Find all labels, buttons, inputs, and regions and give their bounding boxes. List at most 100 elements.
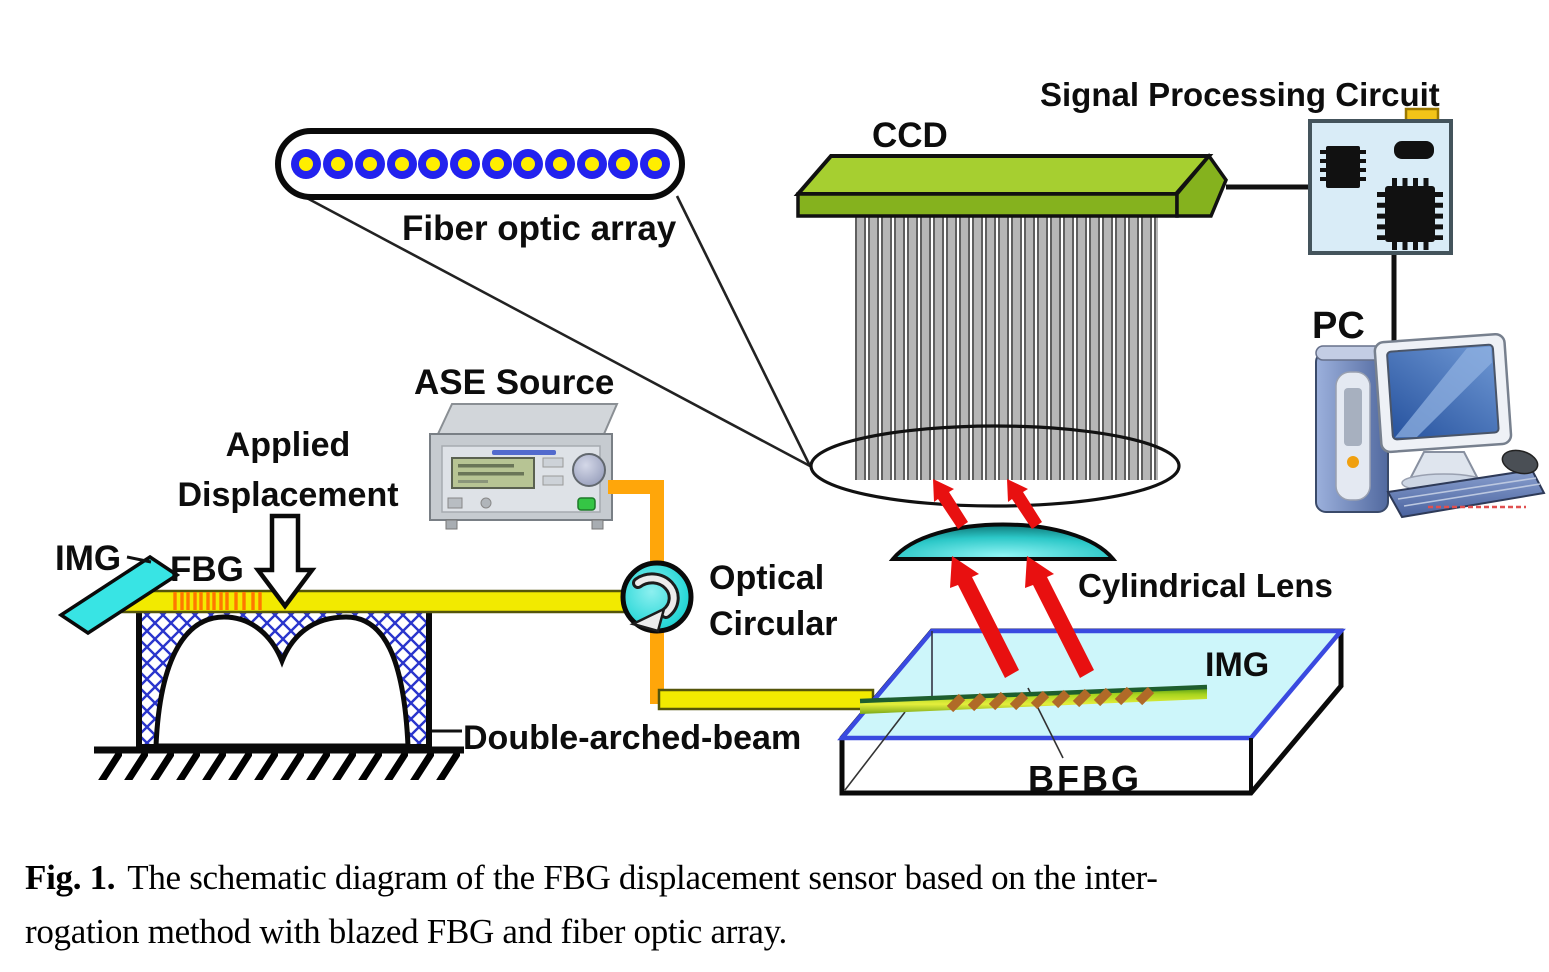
bundle-end-ellipse xyxy=(809,424,1181,508)
beam-arrow xyxy=(950,556,1019,678)
component-capacitor xyxy=(1394,141,1434,159)
caption-text-1: The schematic diagram of the FBG displac… xyxy=(127,858,1158,897)
ase-port xyxy=(480,497,492,509)
fbg-label: FBG xyxy=(170,550,244,589)
leader-line xyxy=(302,194,811,468)
ase-model-text-mark xyxy=(492,450,556,455)
blazed-grating-stripe xyxy=(1030,690,1050,710)
optical-circulator: Optical Circular xyxy=(608,480,875,711)
blazed-grating-stripe xyxy=(1114,686,1134,706)
caption-text-2: rogation method with blazed FBG and fibe… xyxy=(25,912,788,951)
pc-keyboard xyxy=(1386,468,1546,519)
blazed-grating-stripe xyxy=(967,692,987,712)
lens-body xyxy=(888,522,1118,561)
fiber-core-center xyxy=(521,157,535,171)
img-label-tick xyxy=(126,555,152,564)
screen-reflection xyxy=(1394,346,1492,438)
ase-instrument xyxy=(429,403,619,530)
fiber-yellow-to-bfbg xyxy=(657,688,875,711)
img-mirror-label: IMG xyxy=(55,539,121,578)
beam-arrow xyxy=(933,479,968,529)
ccd-label: CCD xyxy=(872,116,948,155)
signal-processing-circuit-label: Signal Processing Circuit xyxy=(1040,76,1440,113)
blazed-grating-stripe xyxy=(1093,687,1113,707)
ase-button xyxy=(542,475,564,486)
optical-circulator-line1: Optical xyxy=(709,559,824,597)
optical-circulator-line2: Circular xyxy=(709,605,838,643)
beam-arrow xyxy=(1007,479,1042,529)
lcd-text-line xyxy=(458,472,524,476)
signal-processing-circuit: Signal Processing Circuit xyxy=(1040,76,1453,346)
blazed-grating-stripe xyxy=(988,691,1008,711)
sensing-fiber: IMG FBG xyxy=(55,539,633,636)
ase-knob xyxy=(572,453,606,487)
array-leader-lines xyxy=(302,194,812,468)
fiber-core-center xyxy=(490,157,504,171)
pc-tower-stripe xyxy=(1344,388,1362,446)
fiber-core-center xyxy=(331,157,345,171)
cylindrical-lens-label: Cylindrical Lens xyxy=(1078,567,1333,604)
ase-power-button xyxy=(577,497,596,511)
fiber-core-center xyxy=(553,157,567,171)
reflected-beams xyxy=(933,479,1094,678)
leader-line xyxy=(675,195,812,467)
fbg-gratings xyxy=(173,592,262,610)
pc-monitor xyxy=(1373,333,1513,454)
displacement-arrow-icon xyxy=(253,513,317,610)
circulator-arrow-icon xyxy=(635,575,677,616)
ground-hatching xyxy=(96,753,462,780)
beam-arrow xyxy=(1025,556,1094,678)
pc-power-light xyxy=(1347,456,1359,468)
ccd-side xyxy=(1175,153,1228,218)
fiber-core-center xyxy=(299,157,313,171)
fiber-core-center xyxy=(648,157,662,171)
bfbg-fiber xyxy=(860,686,1207,714)
caption-tag: Fig. 1. xyxy=(25,858,116,897)
applied-displacement: Applied Displacement xyxy=(177,426,399,610)
fiber-core-center xyxy=(395,157,409,171)
pc-mouse xyxy=(1501,449,1539,475)
plate-leader-line xyxy=(844,711,906,791)
blazed-grating xyxy=(946,686,1155,713)
blazed-grating-stripe xyxy=(1051,689,1071,709)
fiber-optic-array: Fiber optic array xyxy=(275,128,685,248)
fiber-core-center xyxy=(616,157,630,171)
fiber-core-center xyxy=(363,157,377,171)
applied-displacement-line2: Displacement xyxy=(177,476,398,514)
circulator-arrowhead xyxy=(629,606,666,633)
pc-illustration xyxy=(1315,333,1546,519)
lcd-text-line xyxy=(458,480,488,483)
blazed-grating-stripe xyxy=(1009,691,1029,711)
ase-top xyxy=(436,403,619,435)
caption-line1: Fig. 1. The schematic diagram of the FBG … xyxy=(25,858,1158,897)
fiber-core-center xyxy=(585,157,599,171)
lcd-text-line xyxy=(458,464,514,468)
img-mirror xyxy=(57,554,181,636)
fiber-core-center xyxy=(458,157,472,171)
bfbg-label: BFBG xyxy=(1028,758,1142,799)
pc: PC xyxy=(1312,305,1546,519)
blazed-grating-stripe xyxy=(1072,688,1092,708)
fiber-cores xyxy=(291,149,670,179)
ase-button xyxy=(542,457,564,468)
fiber-core-center xyxy=(426,157,440,171)
blazed-grating-stripe xyxy=(946,693,966,713)
chip-large xyxy=(1385,186,1435,242)
ase-port xyxy=(447,497,463,509)
chip-small xyxy=(1326,146,1360,188)
ase-foot xyxy=(445,519,458,530)
cylindrical-lens: Cylindrical Lens xyxy=(888,522,1333,604)
ccd-front xyxy=(796,192,1179,218)
ase-source: ASE Source xyxy=(414,363,619,530)
ccd-assembly: CCD xyxy=(793,116,1312,508)
img-plate-label: IMG xyxy=(1205,646,1269,684)
blazed-grating-stripe xyxy=(1135,686,1155,706)
beam-arches xyxy=(153,614,411,749)
ccd-top xyxy=(793,154,1214,196)
ase-foot xyxy=(591,519,604,530)
applied-displacement-line1: Applied xyxy=(226,426,351,464)
keyboard-keys-line xyxy=(1397,477,1537,500)
figure-caption: Fig. 1. The schematic diagram of the FBG … xyxy=(25,851,1540,959)
ase-source-label: ASE Source xyxy=(414,363,614,402)
